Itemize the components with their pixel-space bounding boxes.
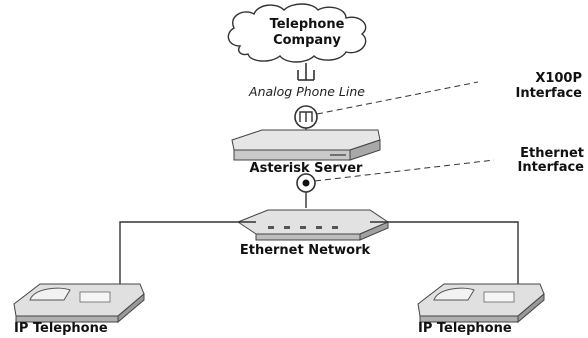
ip-phone-left-icon: [13, 283, 145, 324]
x100p-leader: [316, 81, 479, 115]
ethernet-interface-label-line1: Ethernet: [520, 146, 584, 161]
phone-left-label: IP Telephone: [14, 321, 108, 336]
network-cabling: [119, 221, 519, 290]
x100p-jack-icon: [294, 105, 318, 129]
ethernet-jack-icon: [296, 173, 316, 193]
server-label: Asterisk Server: [249, 161, 363, 176]
network-label: Ethernet Network: [239, 243, 371, 258]
cloud-shape: [227, 3, 367, 63]
ip-phone-right-icon: [417, 283, 545, 324]
phone-right-label: IP Telephone: [418, 321, 512, 336]
asterisk-server-icon: [231, 129, 381, 161]
x100p-label-line1: X100P: [535, 71, 582, 86]
cloud-label-line1: Telephone: [269, 17, 345, 32]
analog-line-label: Analog Phone Line: [249, 84, 365, 99]
ethernet-switch-icon: [236, 209, 390, 241]
ethernet-interface-label-line2: Interface: [517, 160, 585, 175]
cloud-label-line2: Company: [273, 33, 341, 48]
ethernet-leader: [314, 159, 495, 182]
x100p-label-line2: Interface: [515, 86, 583, 101]
line-connector-icon: [297, 63, 315, 81]
